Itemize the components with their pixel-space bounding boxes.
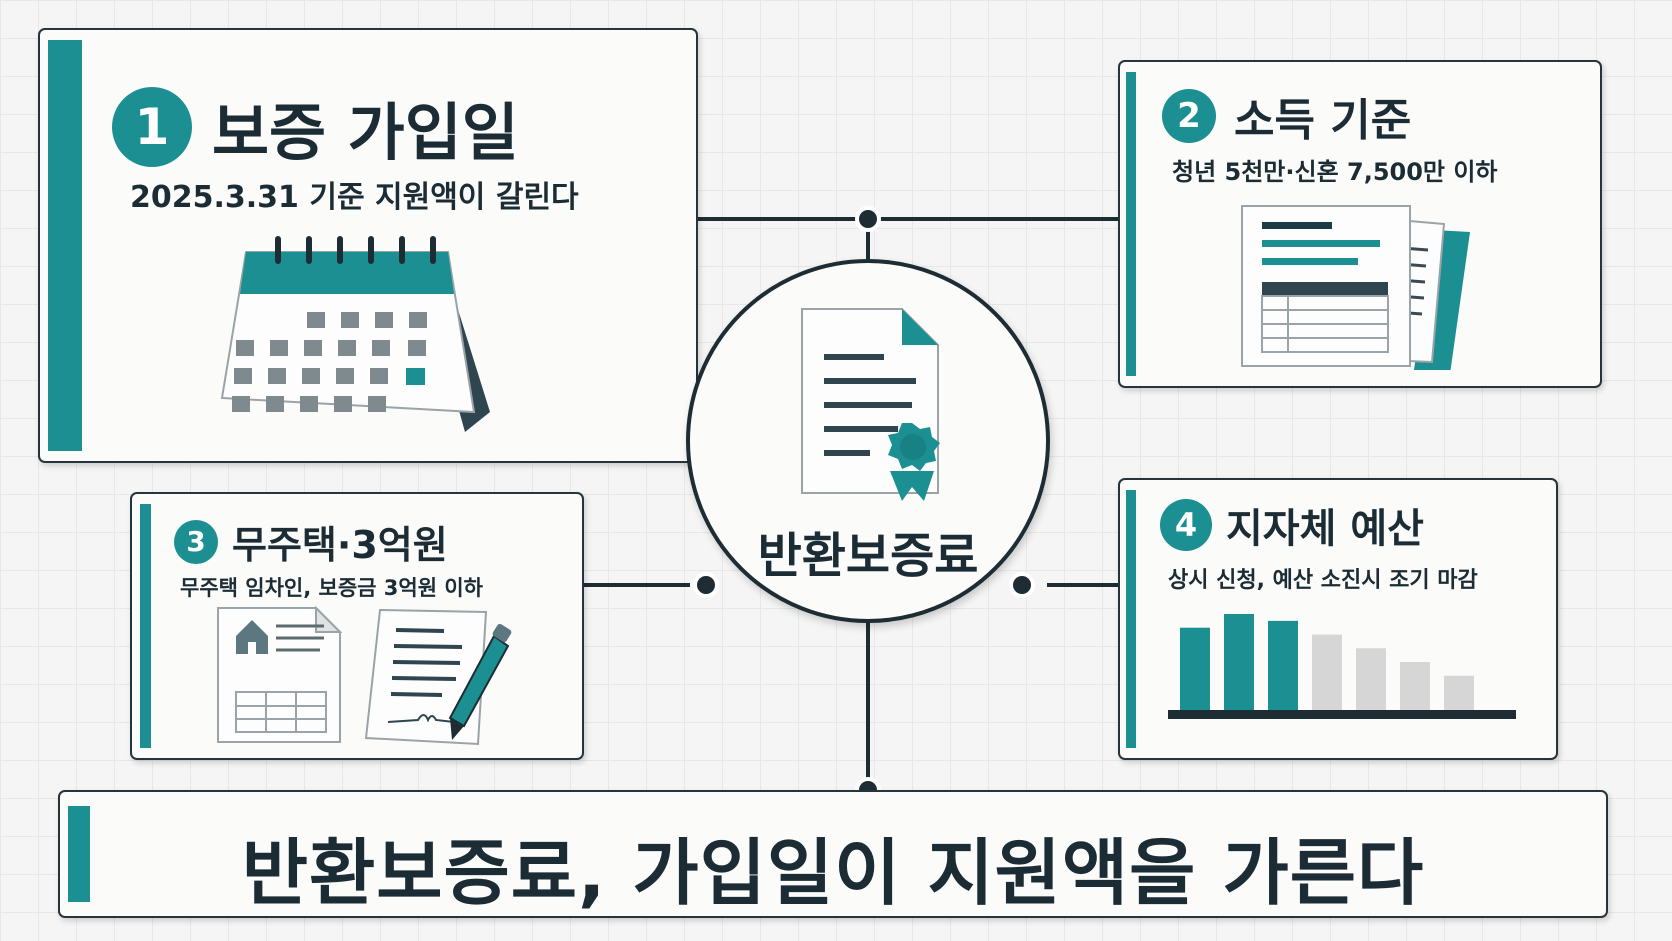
chart-baseline [1168,710,1516,719]
budget-bar [1400,662,1430,710]
card-join-date: 1 보증 가입일 2025.3.31 기준 지원액이 갈린다 [38,28,698,463]
card-title: 보증 가입일 [212,96,519,169]
card-title: 소득 기준 [1234,95,1412,146]
step-number-badge: 3 [174,519,218,564]
budget-bar [1224,614,1254,710]
card-header: 3 무주택·3억원 [174,514,448,569]
budget-bar [1312,634,1342,710]
accent-bar [68,806,90,902]
step-number-badge: 2 [1162,89,1216,143]
card-title: 무주택·3억원 [232,523,448,567]
step-number-badge: 4 [1160,499,1212,551]
card-subtitle: 청년 5천만·신혼 7,500만 이하 [1172,158,1498,186]
accent-bar [1126,490,1136,748]
card-subtitle: 무주택 임차인, 보증금 3억원 이하 [180,576,483,600]
card-header: 1 보증 가입일 [112,82,519,172]
desk-calendar-icon [220,236,490,432]
accent-bar [140,504,151,748]
footer-headline: 반환보증료, 가입일이 지원액을 가른다 [241,831,1425,915]
card-subtitle: 2025.3.31 기준 지원액이 갈린다 [130,180,579,215]
certificate-document-icon [801,308,940,501]
hub-label: 반환보증료 [757,528,979,584]
card-header: 2 소득 기준 [1162,84,1411,148]
budget-bar [1180,627,1210,710]
lease-contract-icon [217,606,512,746]
income-documents-icon [1241,205,1470,370]
card-local-budget: 4 지자체 예산 상시 신청, 예산 소진시 조기 마감 [1118,478,1558,760]
footer-banner: 반환보증료, 가입일이 지원액을 가른다 [58,790,1608,918]
budget-bar [1444,675,1474,710]
card-title: 지자체 예산 [1226,506,1424,552]
card-homeless-deposit: 3 무주택·3억원 무주택 임차인, 보증금 3억원 이하 [130,492,584,760]
card-subtitle: 상시 신청, 예산 소진시 조기 마감 [1168,568,1478,593]
budget-bar [1356,648,1386,710]
central-hub: 반환보증료 [686,259,1050,623]
accent-bar [1126,72,1136,376]
budget-bar [1268,620,1298,710]
accent-bar [48,40,82,451]
declining-budget-chart-icon [1168,614,1516,719]
step-number-badge: 1 [112,87,192,167]
card-header: 4 지자체 예산 [1160,496,1424,554]
card-income-criteria: 2 소득 기준 청년 5천만·신혼 7,500만 이하 [1118,60,1602,388]
